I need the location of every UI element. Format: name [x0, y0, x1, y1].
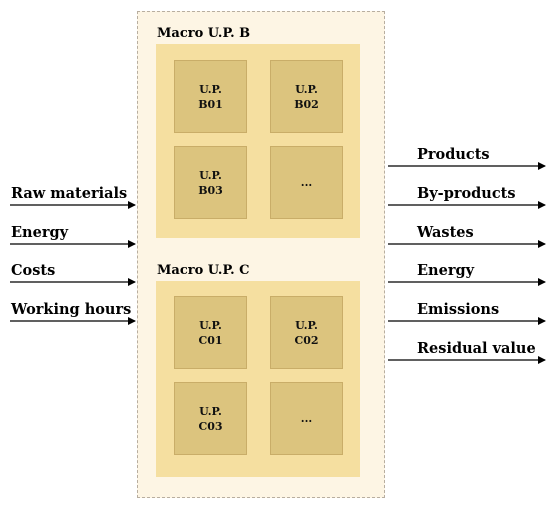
unit-b01-prefix: U.P.	[199, 82, 222, 96]
unit-c-more: ...	[270, 382, 343, 455]
unit-b01: U.P. B01	[174, 60, 247, 133]
unit-c01: U.P. C01	[174, 296, 247, 369]
unit-b03-code: B03	[198, 183, 223, 197]
unit-b-more: ...	[270, 146, 343, 219]
unit-b01-code: B01	[198, 97, 223, 111]
unit-c03-code: C03	[198, 419, 223, 433]
unit-c02-code: C02	[294, 333, 319, 347]
unit-c01-code: C01	[198, 333, 223, 347]
input-label-raw-materials: Raw materials	[11, 185, 128, 202]
unit-c-more-ellipsis: ...	[300, 412, 313, 425]
unit-c02: U.P. C02	[270, 296, 343, 369]
output-label-energy: Energy	[417, 262, 475, 279]
unit-c03: U.P. C03	[174, 382, 247, 455]
unit-c02-prefix: U.P.	[295, 318, 318, 332]
output-label-by-products: By-products	[417, 185, 516, 202]
output-label-products: Products	[417, 146, 490, 163]
unit-b03: U.P. B03	[174, 146, 247, 219]
macro-b-title: Macro U.P. B	[157, 26, 251, 41]
unit-b03-prefix: U.P.	[199, 168, 222, 182]
unit-c03-prefix: U.P.	[199, 404, 222, 418]
input-label-working-hours: Working hours	[11, 301, 132, 318]
unit-b-more-ellipsis: ...	[300, 176, 313, 189]
output-label-wastes: Wastes	[417, 224, 474, 241]
unit-b02-code: B02	[294, 97, 319, 111]
output-label-emissions: Emissions	[417, 301, 500, 318]
unit-b02: U.P. B02	[270, 60, 343, 133]
input-label-energy: Energy	[11, 224, 69, 241]
unit-b02-prefix: U.P.	[295, 82, 318, 96]
unit-c01-prefix: U.P.	[199, 318, 222, 332]
input-label-costs: Costs	[11, 262, 56, 279]
output-label-residual-value: Residual value	[417, 340, 536, 357]
macro-c-title: Macro U.P. C	[157, 263, 250, 278]
